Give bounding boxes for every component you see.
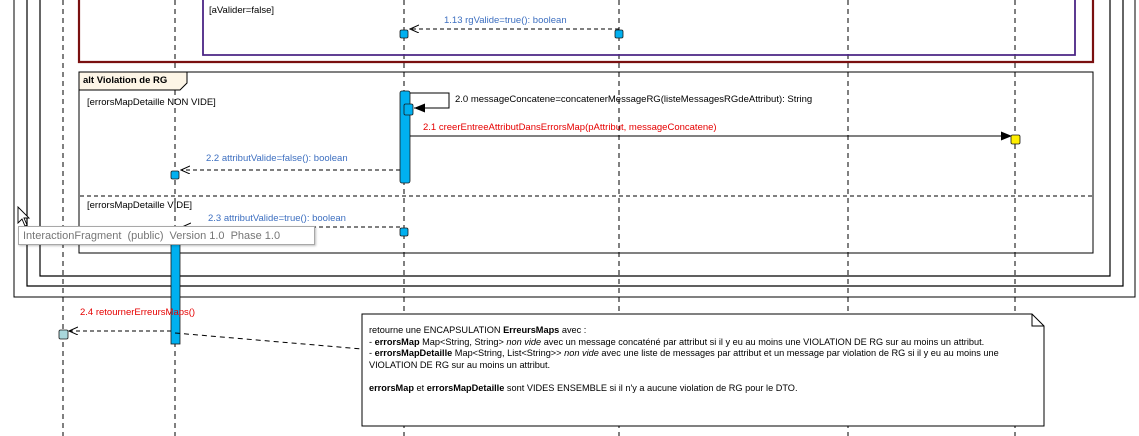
note-box	[361, 313, 1045, 427]
message-1-13-label[interactable]: 1.13 rgValide=true(): boolean	[444, 15, 567, 26]
return-point-2-2	[170, 170, 180, 180]
guard-errors-vide: [errorsMapDetaille VIDE]	[87, 200, 193, 211]
note-summary: errorsMap et errorsMapDetaille sont VIDE…	[369, 383, 1029, 395]
alt-frame-tab	[78, 71, 188, 91]
alt-frame	[78, 71, 1094, 254]
note-summary-mid: et	[413, 382, 427, 393]
guard-errors-non-vide: [errorsMapDetaille NON VIDE]	[87, 97, 216, 108]
note-line1-type: Map<String, String>	[419, 336, 507, 347]
return-point-2-4	[58, 329, 69, 340]
tooltip-version: Version 1.0	[169, 230, 225, 242]
message-2-0-label[interactable]: 2.0 messageConcatene=concatenerMessageRG…	[455, 94, 813, 105]
note-anchor-line	[174, 332, 363, 350]
note-intro: retourne une ENCAPSULATION ErreursMaps a…	[369, 325, 1029, 337]
alt-frame-title[interactable]: alt Violation de RG	[83, 75, 168, 86]
outer-frame-3	[39, 0, 1111, 277]
message-2-2-label[interactable]: 2.2 attributValide=false(): boolean	[206, 153, 348, 164]
red-frame	[77, 0, 1095, 64]
note-intro-text: retourne une ENCAPSULATION	[369, 325, 504, 335]
message-2-4-label[interactable]: 2.4 retournerErreursMaps()	[80, 307, 196, 318]
mouse-pointer-icon	[17, 205, 31, 227]
note-gap	[369, 371, 1029, 383]
outer-frame-2	[26, 0, 1124, 287]
note-line2-type: Map<String, List<String>>	[452, 348, 565, 359]
note-line2-italic: non vide	[564, 348, 599, 359]
note-line-errors-map: - errorsMap Map<String, String> non vide…	[369, 337, 1029, 349]
message-2-3-label[interactable]: 2.3 attributValide=true(): boolean	[208, 213, 346, 224]
return-point-1-13	[399, 29, 409, 39]
note-line1-italic: non vide	[506, 336, 542, 347]
note-line2-rest: avec une liste de messages par attribut …	[369, 348, 999, 370]
message-2-0-line	[410, 92, 450, 113]
source-point-2-3	[399, 227, 409, 237]
note-summary-bold-2: errorsMapDetaille	[426, 382, 505, 393]
note-line1-rest: avec un message concaténé par attribut s…	[541, 336, 985, 347]
tooltip-visibility: (public)	[127, 230, 164, 242]
note-line2-dash: -	[369, 348, 375, 359]
note-text: retourne une ENCAPSULATION ErreursMaps a…	[369, 325, 1029, 395]
activation-bar-left	[170, 231, 181, 345]
note-summary-bold-1: errorsMap	[369, 382, 414, 393]
tooltip-phase: Phase 1.0	[230, 230, 281, 242]
note-line1-bold: errorsMap	[374, 336, 420, 347]
note-intro-end: avec :	[559, 325, 587, 335]
tooltip-name: InteractionFragment	[23, 230, 122, 242]
outer-frame-1	[13, 0, 1136, 298]
source-point-1-13	[614, 29, 624, 39]
note-intro-bold: ErreursMaps	[503, 325, 560, 335]
note-fold	[1031, 314, 1044, 327]
guard-a-valider-false: [aValider=false]	[209, 5, 275, 16]
note-line-errors-map-detaille: - errorsMapDetaille Map<String, List<Str…	[369, 348, 1029, 371]
note-summary-rest: sont VIDES ENSEMBLE si il n'y a aucune v…	[504, 382, 798, 393]
message-2-1-label[interactable]: 2.1 creerEntreeAttributDansErrorsMap(pAt…	[423, 122, 717, 133]
purple-frame	[202, 0, 1076, 56]
note-line1-dash: -	[369, 336, 375, 347]
element-tooltip: InteractionFragment (public) Version 1.0 Ph…	[18, 226, 315, 245]
note-line2-bold: errorsMapDetaille	[374, 348, 453, 359]
activation-bar-nested	[403, 103, 414, 116]
target-point-2-1	[1010, 134, 1021, 145]
